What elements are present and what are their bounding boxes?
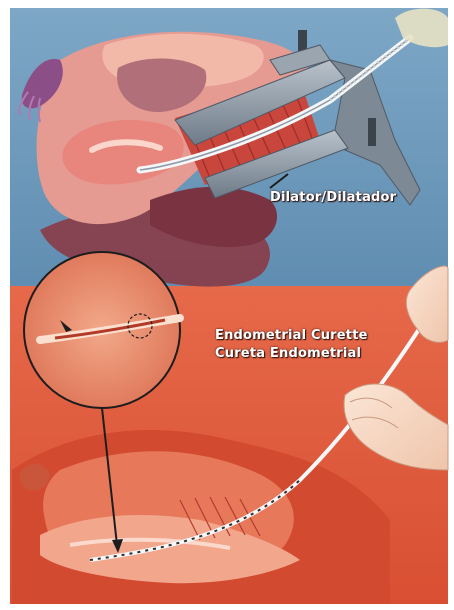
magnified-inset-circle [24, 252, 180, 408]
curette-label-english: Endometrial Curette [215, 328, 368, 343]
dilator-label: Dilator/Dilatador [270, 190, 396, 205]
curette-label-spanish: Cureta Endometrial [215, 346, 361, 361]
